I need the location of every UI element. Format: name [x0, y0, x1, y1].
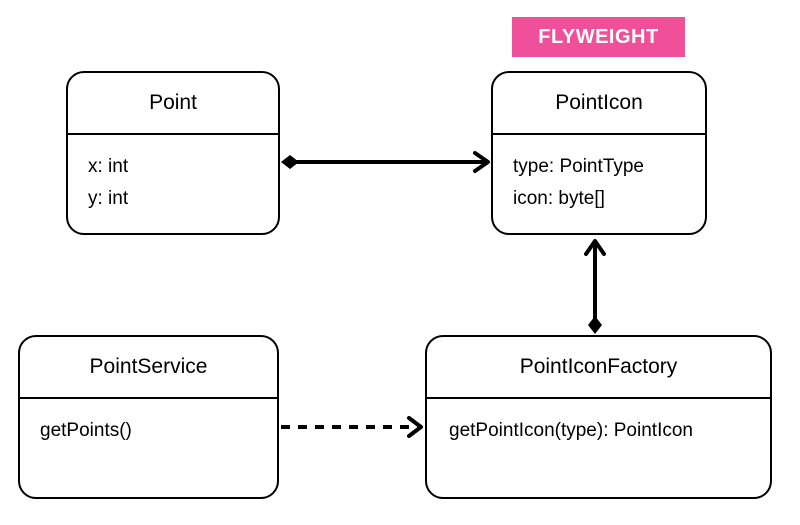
class-point-icon-factory-members: getPointIcon(type): PointIcon	[427, 399, 770, 447]
class-point-service-name: PointService	[20, 337, 277, 399]
relation-service-to-factory	[281, 416, 423, 438]
member: getPoints()	[40, 420, 132, 441]
relation-factory-to-pointicon	[584, 239, 606, 334]
member: getPointIcon(type): PointIcon	[449, 420, 693, 441]
member: icon: byte[]	[513, 188, 605, 209]
class-point-icon-factory-name: PointIconFactory	[427, 337, 770, 399]
arrow-head	[584, 239, 606, 256]
member: y: int	[88, 188, 129, 209]
class-point: Point x: int y: int	[66, 71, 280, 235]
class-point-service-members: getPoints()	[20, 399, 277, 447]
member: x: int	[88, 156, 129, 177]
composition-diamond	[281, 155, 299, 169]
flyweight-badge: FLYWEIGHT	[512, 17, 685, 57]
class-point-icon: PointIcon type: PointType icon: byte[]	[491, 71, 707, 235]
composition-diamond	[588, 316, 602, 334]
class-point-service: PointService getPoints()	[18, 335, 279, 499]
arrow-head	[473, 151, 490, 173]
class-point-icon-members: type: PointType icon: byte[]	[493, 135, 705, 215]
class-point-icon-factory: PointIconFactory getPointIcon(type): Poi…	[425, 335, 772, 499]
class-point-name: Point	[68, 73, 278, 135]
member: type: PointType	[513, 156, 644, 177]
arrow-head	[407, 416, 423, 438]
class-point-icon-name: PointIcon	[493, 73, 705, 135]
relation-point-to-pointicon	[281, 151, 490, 173]
class-point-members: x: int y: int	[68, 135, 278, 215]
